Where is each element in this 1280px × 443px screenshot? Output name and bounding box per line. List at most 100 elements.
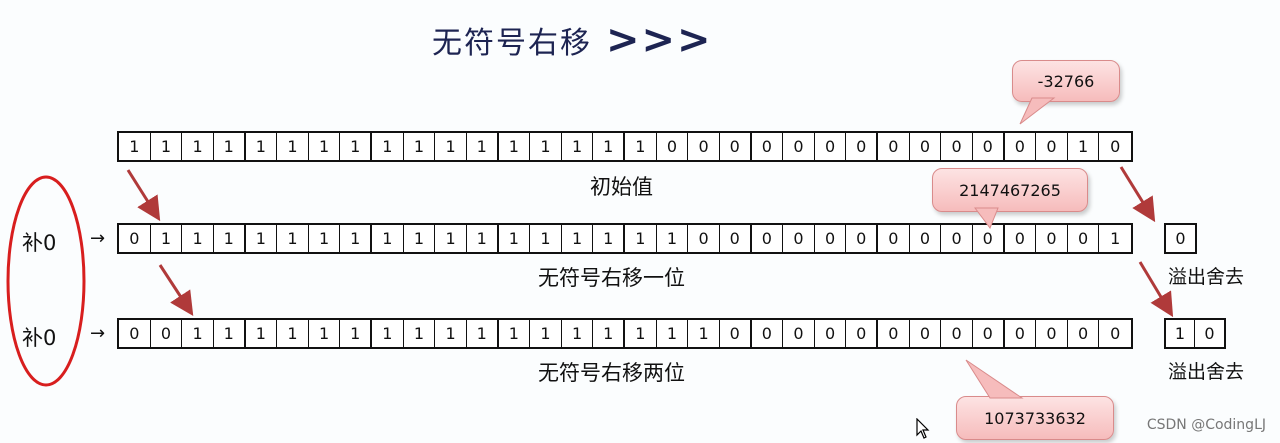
bit-cell: 1: [404, 133, 436, 160]
bit-cell: 1: [625, 320, 657, 347]
bit-cell: 0: [815, 225, 847, 252]
callout-pointer-3: [965, 359, 1024, 399]
bit-cell: 0: [846, 133, 878, 160]
mouse-cursor-icon: [916, 418, 930, 439]
bit-cell: 1: [657, 320, 689, 347]
pad-zero-label-1: 补0: [22, 231, 57, 255]
bit-cell: 0: [783, 133, 815, 160]
bit-cell: 1: [404, 225, 436, 252]
bit-cell: 1: [119, 133, 151, 160]
bit-cell: 1: [246, 133, 278, 160]
bit-cell: 0: [752, 133, 784, 160]
callout-text: -32766: [1037, 71, 1095, 91]
bit-cell: 0: [151, 320, 183, 347]
bit-cell: 0: [846, 320, 878, 347]
bit-cell: 0: [1110, 324, 1121, 343]
bit-cell: 0: [720, 320, 752, 347]
callout-initial-value: -32766: [1012, 60, 1120, 102]
bit-cell: 1: [309, 133, 341, 160]
shift2-row-label: 无符号右移两位: [538, 361, 685, 385]
watermark: CSDN @CodingLJ: [1146, 417, 1266, 433]
bit-cell: 0: [910, 133, 942, 160]
bit-cell: 1: [562, 225, 594, 252]
bit-cell: 1: [688, 320, 720, 347]
diagram-title: 无符号右移 >>>: [432, 16, 713, 64]
bit-cell: 1: [435, 225, 467, 252]
bit-cell: 1: [1166, 320, 1195, 347]
bit-cell: 1: [182, 320, 214, 347]
bit-cell: 0: [1068, 320, 1100, 347]
callout-text: 2147467265: [959, 180, 1061, 200]
bit-cell: 0: [1036, 320, 1068, 347]
bit-cell: 1: [214, 225, 246, 252]
bit-cell: 0: [878, 133, 910, 160]
bit-cell: 1: [182, 133, 214, 160]
bit-cell: 1: [1068, 133, 1100, 160]
bit-cell: 0: [119, 320, 151, 347]
shift-arrow-2: [158, 264, 194, 317]
bit-cell: 0: [752, 320, 784, 347]
bit-cell: 0: [941, 133, 973, 160]
right-arrow-icon: →: [90, 323, 106, 344]
bit-cell: 1: [182, 225, 214, 252]
bit-cell: 1: [530, 225, 562, 252]
bit-cell: 1: [530, 320, 562, 347]
pad-zero-label-2: 补0: [22, 326, 57, 350]
bit-cell: 0: [910, 320, 942, 347]
bit-cell: 1: [1110, 229, 1121, 248]
shift-arrow-1: [126, 169, 161, 222]
bit-cell: 0: [878, 320, 910, 347]
bit-cell: 0: [657, 133, 689, 160]
bit-cell: 1: [499, 225, 531, 252]
bit-cell: 0: [973, 320, 1005, 347]
bit-cell: 1: [435, 133, 467, 160]
bit-cell: 1: [467, 133, 499, 160]
bit-cell: 1: [246, 225, 278, 252]
bit-cell: 1: [657, 225, 689, 252]
callout-shift1-value: 2147467265: [932, 168, 1088, 212]
bit-cell: 0: [1036, 133, 1068, 160]
shift2-overflow-label: 溢出舍去: [1168, 361, 1245, 383]
bit-cell: 0: [720, 225, 752, 252]
bit-cell: 1: [593, 225, 625, 252]
bit-cell: 1: [467, 320, 499, 347]
bit-cell: 0: [878, 225, 910, 252]
shift1-row-label: 无符号右移一位: [538, 266, 685, 290]
bit-cell: 1: [309, 225, 341, 252]
bit-cell: 0: [1005, 133, 1037, 160]
callout-pointer-1: [1019, 97, 1056, 125]
bit-cell: 1: [246, 320, 278, 347]
bit-cell: 1: [499, 133, 531, 160]
bit-cell: 0: [910, 225, 942, 252]
bit-cell: 1: [593, 320, 625, 347]
bit-cell: 1: [277, 225, 309, 252]
bit-cell: 0: [1175, 229, 1186, 248]
bit-cell: 1: [625, 225, 657, 252]
bit-cell: 1: [340, 225, 372, 252]
pad-zero-highlight-circle: [6, 175, 86, 387]
bit-cell: 1: [151, 225, 183, 252]
bit-cell: 1: [530, 133, 562, 160]
bit-cell: 1: [340, 133, 372, 160]
bit-cell: 0: [1036, 225, 1068, 252]
bit-cell: 0: [815, 320, 847, 347]
bit-cell: 0: [1204, 324, 1215, 343]
bit-cell: 1: [214, 133, 246, 160]
bit-cell: 1: [625, 133, 657, 160]
right-arrow-icon: →: [90, 228, 106, 249]
bit-cell: 1: [277, 320, 309, 347]
shift1-overflow-box: 0: [1164, 223, 1197, 254]
bit-cell: 1: [562, 320, 594, 347]
bit-cell: 0: [688, 225, 720, 252]
bit-cell: 0: [941, 225, 973, 252]
bit-cell: 1: [214, 320, 246, 347]
bit-cell: 1: [309, 320, 341, 347]
title-operator: >>>: [606, 17, 713, 63]
bit-cell: 0: [941, 320, 973, 347]
bit-cell: 0: [752, 225, 784, 252]
